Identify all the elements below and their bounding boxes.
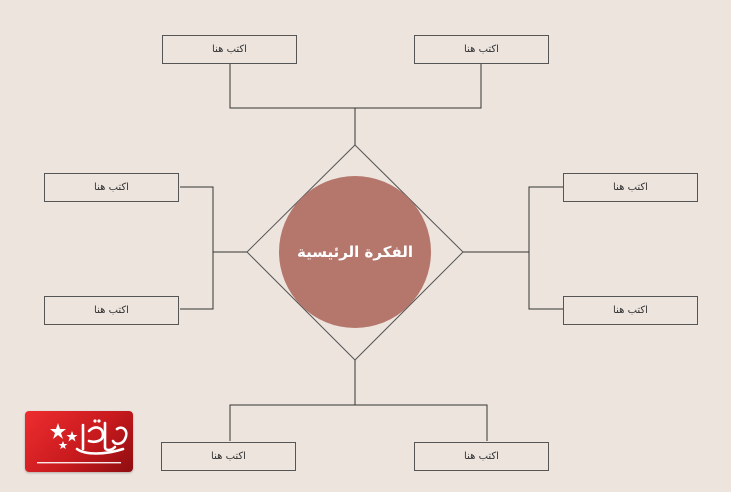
box-right-bottom[interactable]: اكتب هنا <box>563 296 698 325</box>
star-icon <box>50 423 78 449</box>
box-bottom-left[interactable]: اكتب هنا <box>161 442 296 471</box>
right-connector <box>463 186 563 310</box>
box-bottom-right[interactable]: اكتب هنا <box>414 442 549 471</box>
main-idea-label: الفكرة الرئيسية <box>296 243 414 261</box>
bottom-connector <box>229 360 488 441</box>
box-left-bottom[interactable]: اكتب هنا <box>44 296 179 325</box>
box-top-right[interactable]: اكتب هنا <box>414 35 549 64</box>
top-connector <box>229 64 482 145</box>
box-left-top[interactable]: اكتب هنا <box>44 173 179 202</box>
left-connector <box>180 186 247 310</box>
box-right-top[interactable]: اكتب هنا <box>563 173 698 202</box>
main-idea-circle[interactable]: الفكرة الرئيسية <box>279 176 431 328</box>
box-top-left[interactable]: اكتب هنا <box>162 35 297 64</box>
brand-logo <box>25 411 133 472</box>
brand-wordmark <box>75 421 128 455</box>
